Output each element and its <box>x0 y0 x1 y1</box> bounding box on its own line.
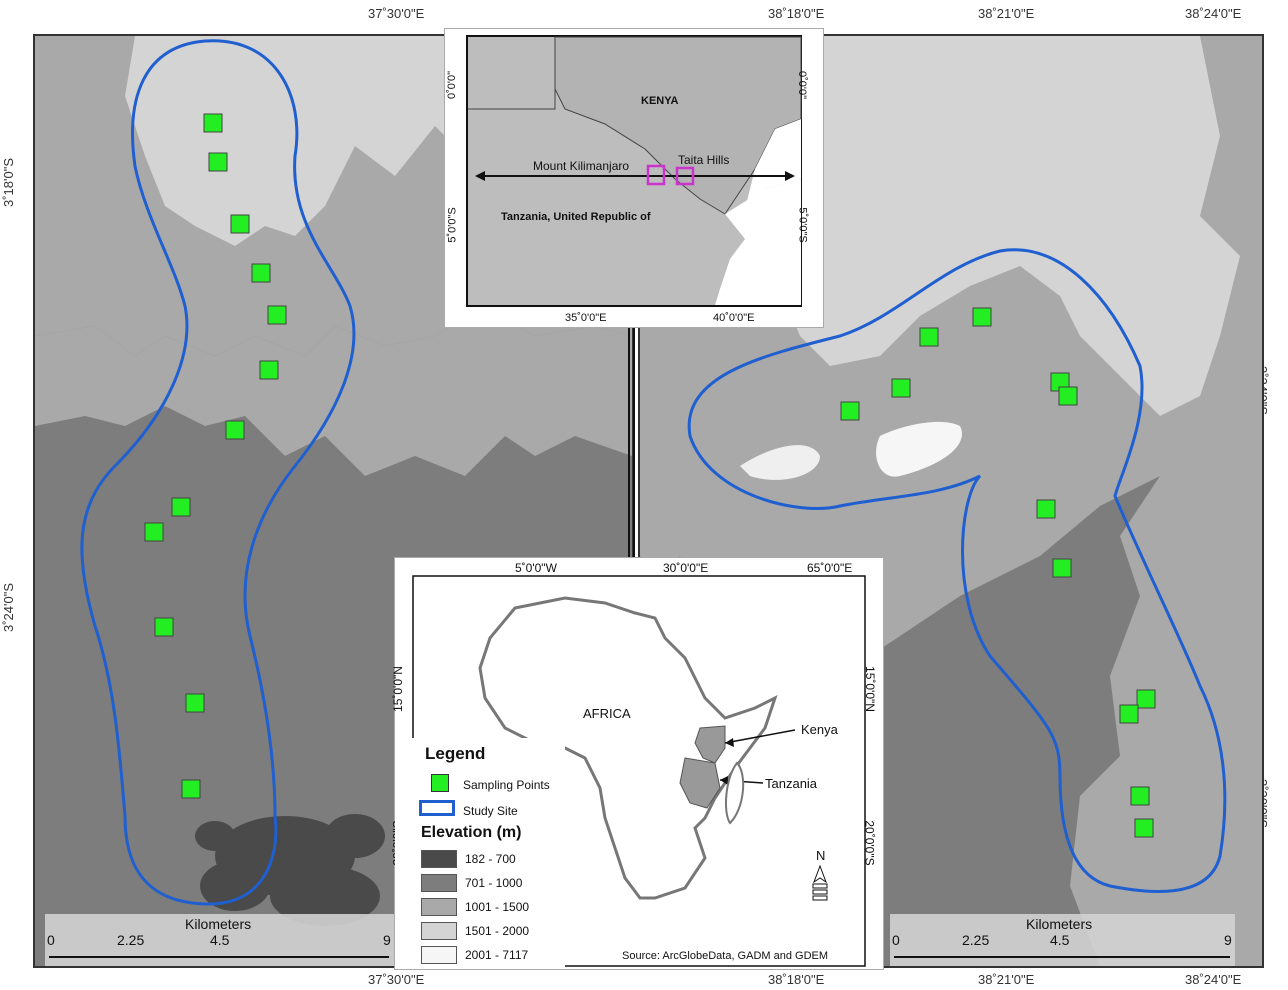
study-site-swatch <box>419 800 455 816</box>
left-scale-tick-2: 4.5 <box>210 932 230 948</box>
right-map-top-longitude-1: 38˚18'0"E <box>768 6 825 21</box>
left-scale-bar: Kilometers 0 2.25 4.5 9 <box>45 914 395 966</box>
right-sampling-points <box>840 307 1156 838</box>
tanzania-africa-label: Tanzania <box>765 776 818 791</box>
left-study-site-outline <box>80 39 356 906</box>
sampling-point-swatch <box>431 774 449 792</box>
right-study-site-outline <box>687 248 1227 894</box>
sampling-point <box>1052 558 1072 578</box>
africa-lat-1-right: 15˚0'0"N <box>862 666 877 712</box>
legend-title: Legend <box>425 744 486 763</box>
region-lat-2-right: 5˚0'0"S <box>796 207 809 243</box>
right-map-top-longitude-3: 38˚24'0"E <box>1185 6 1242 21</box>
sampling-point <box>267 305 287 325</box>
sampling-point <box>208 152 228 172</box>
left-scale-line <box>49 956 389 958</box>
elevation-swatch-4 <box>421 922 457 940</box>
sampling-point <box>891 378 911 398</box>
taita-site-box <box>675 166 695 186</box>
elevation-swatch-1 <box>421 850 457 868</box>
taita-hills-label: Taita Hills <box>678 153 730 167</box>
right-scale-tick-1: 2.25 <box>962 932 990 948</box>
kenya-africa-label: Kenya <box>801 722 838 737</box>
africa-legend-inset[interactable]: 5˚0'0"W 30˚0'0"E 65˚0'0"E 15˚0'0"N 20˚0'… <box>390 557 884 970</box>
africa-label: AFRICA <box>583 706 631 721</box>
right-map-top-longitude-2: 38˚21'0"E <box>978 6 1035 21</box>
right-scale-title: Kilometers <box>1026 916 1093 932</box>
legend-panel: Legend Sampling Points Study Site Elevat… <box>395 738 565 969</box>
sampling-point <box>144 522 164 542</box>
region-inset-map <box>466 35 802 307</box>
low-elevation-speckle <box>195 814 385 926</box>
left-map-latitude-1: 3˚18'0"S <box>1 157 17 208</box>
kenya-label: KENYA <box>641 95 679 107</box>
sampling-point <box>185 693 205 713</box>
right-scale-tick-3: 9 <box>1224 932 1232 948</box>
right-map-bottom-longitude-1: 38˚18'0"E <box>768 972 825 987</box>
sampling-points-label: Sampling Points <box>463 778 550 792</box>
right-map-bottom-longitude-3: 38˚24'0"E <box>1185 972 1242 987</box>
right-scale-bar: Kilometers 0 2.25 4.5 9 <box>890 914 1235 966</box>
sampling-point <box>919 327 939 347</box>
africa-lon-2: 30˚0'0"E <box>663 561 709 575</box>
north-arrow-icon <box>812 864 828 901</box>
africa-lon-1: 5˚0'0"W <box>515 561 557 575</box>
study-site-label: Study Site <box>463 804 518 818</box>
region-lat-1-left: 0˚0'0" <box>446 70 459 100</box>
sampling-point <box>181 779 201 799</box>
right-scale-tick-0: 0 <box>892 932 900 948</box>
left-scale-title: Kilometers <box>185 916 252 932</box>
tanzania-shape <box>679 757 721 809</box>
left-scale-tick-3: 9 <box>383 932 391 948</box>
elevation-label-4: 1501 - 2000 <box>465 924 530 938</box>
north-label: N <box>816 848 826 863</box>
right-scale-tick-2: 4.5 <box>1050 932 1070 948</box>
kilimanjaro-site-box <box>646 164 666 186</box>
left-map-bottom-longitude: 37˚30'0"E <box>368 972 425 987</box>
left-map-top-longitude: 37˚30'0"E <box>368 6 425 21</box>
elevation-swatch-5 <box>421 946 457 964</box>
sampling-point <box>1119 704 1139 724</box>
elevation-label-3: 1001 - 1500 <box>465 900 530 914</box>
elevation-label-2: 701 - 1000 <box>465 876 523 890</box>
sampling-point <box>1130 786 1150 806</box>
region-lon-2: 40˚0'0"E <box>713 312 755 324</box>
region-inset[interactable]: KENYA Tanzania, United Republic of Mount… <box>444 28 824 328</box>
sampling-point <box>1058 386 1078 406</box>
region-lat-1-right: 0˚0'0" <box>796 70 809 100</box>
sampling-point <box>972 307 992 327</box>
right-map-bottom-longitude-2: 38˚21'0"E <box>978 972 1035 987</box>
elevation-swatch-2 <box>421 874 457 892</box>
left-scale-tick-0: 0 <box>47 932 55 948</box>
elevation-swatch-3 <box>421 898 457 916</box>
region-lat-2-left: 5˚0'0"S <box>446 207 459 243</box>
sampling-point <box>259 360 279 380</box>
elevation-label-1: 182 - 700 <box>465 852 516 866</box>
africa-lon-3: 65˚0'0"E <box>807 561 853 575</box>
sampling-point <box>1036 499 1056 519</box>
sampling-point <box>840 401 860 421</box>
connector-line-top <box>633 300 635 575</box>
sampling-point <box>171 497 191 517</box>
connector-line-left <box>628 300 630 575</box>
africa-lat-1-left: 15˚0'0"N <box>390 666 405 712</box>
sampling-point <box>251 263 271 283</box>
sampling-point <box>1134 818 1154 838</box>
kilimanjaro-label: Mount Kilimanjaro <box>533 159 630 173</box>
sampling-point <box>230 214 250 234</box>
right-scale-line <box>894 956 1230 958</box>
sampling-point <box>203 113 223 133</box>
left-map-latitude-2: 3˚24'0"S <box>1 582 17 633</box>
left-scale-tick-1: 2.25 <box>117 932 145 948</box>
africa-lat-2-right: 20˚0'0"S <box>862 820 877 866</box>
source-text: Source: ArcGlobeData, GADM and GDEM <box>622 950 829 962</box>
elevation-label-5: 2001 - 7117 <box>465 948 529 962</box>
tanzania-label: Tanzania, United Republic of <box>501 211 651 223</box>
elevation-title: Elevation (m) <box>421 824 522 841</box>
left-sampling-points <box>144 113 287 799</box>
region-lon-1: 35˚0'0"E <box>565 312 607 324</box>
sampling-point <box>1136 689 1156 709</box>
sampling-point <box>225 420 245 440</box>
sampling-point <box>154 617 174 637</box>
